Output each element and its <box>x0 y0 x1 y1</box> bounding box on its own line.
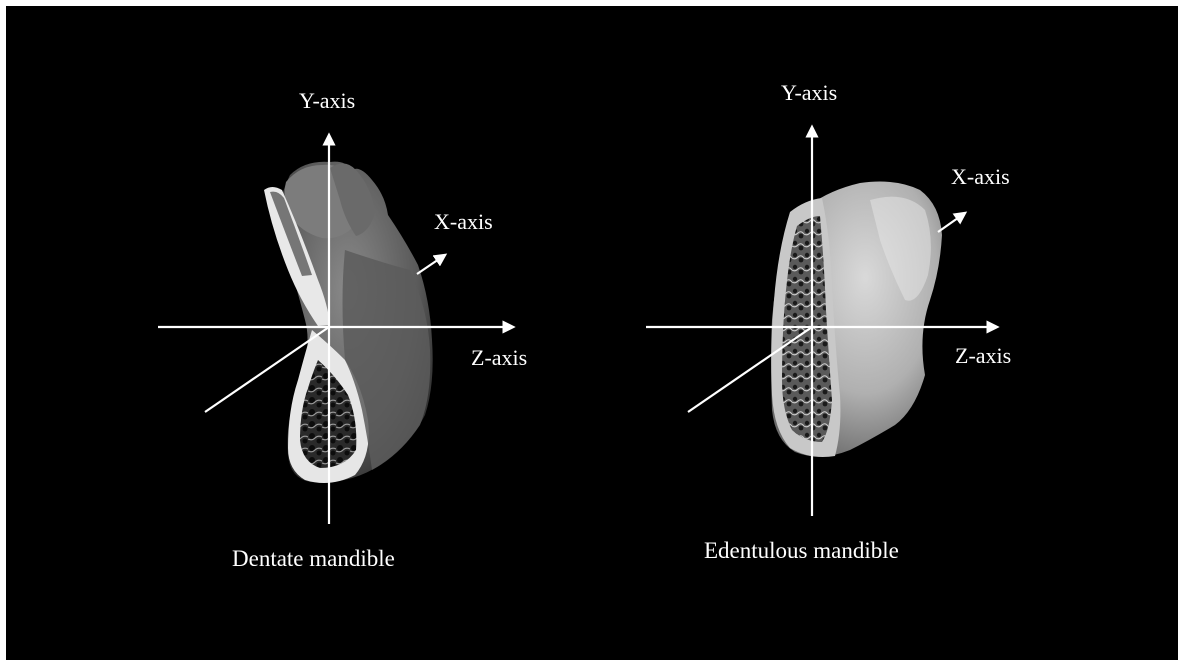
edentulous-mandible-panel: Y-axis X-axis Z-axis Edentulous mandible <box>646 80 1011 563</box>
edentulous-x-axis-arrow <box>938 213 965 232</box>
dentate-caption: Dentate mandible <box>232 546 395 571</box>
edentulous-x-axis-label: X-axis <box>951 164 1010 189</box>
edentulous-mandible-specimen <box>771 182 942 457</box>
dentate-x-axis-arrow <box>417 255 445 274</box>
dentate-y-axis-label: Y-axis <box>299 88 355 113</box>
dentate-mandible-specimen <box>264 162 433 483</box>
dentate-mandible-panel: Y-axis X-axis Z-axis Dentate mandible <box>158 88 527 571</box>
dentate-z-axis-label: Z-axis <box>471 345 527 370</box>
edentulous-caption: Edentulous mandible <box>704 538 899 563</box>
edentulous-y-axis-label: Y-axis <box>781 80 837 105</box>
dentate-x-axis-label: X-axis <box>434 209 493 234</box>
edentulous-z-axis-label: Z-axis <box>955 343 1011 368</box>
